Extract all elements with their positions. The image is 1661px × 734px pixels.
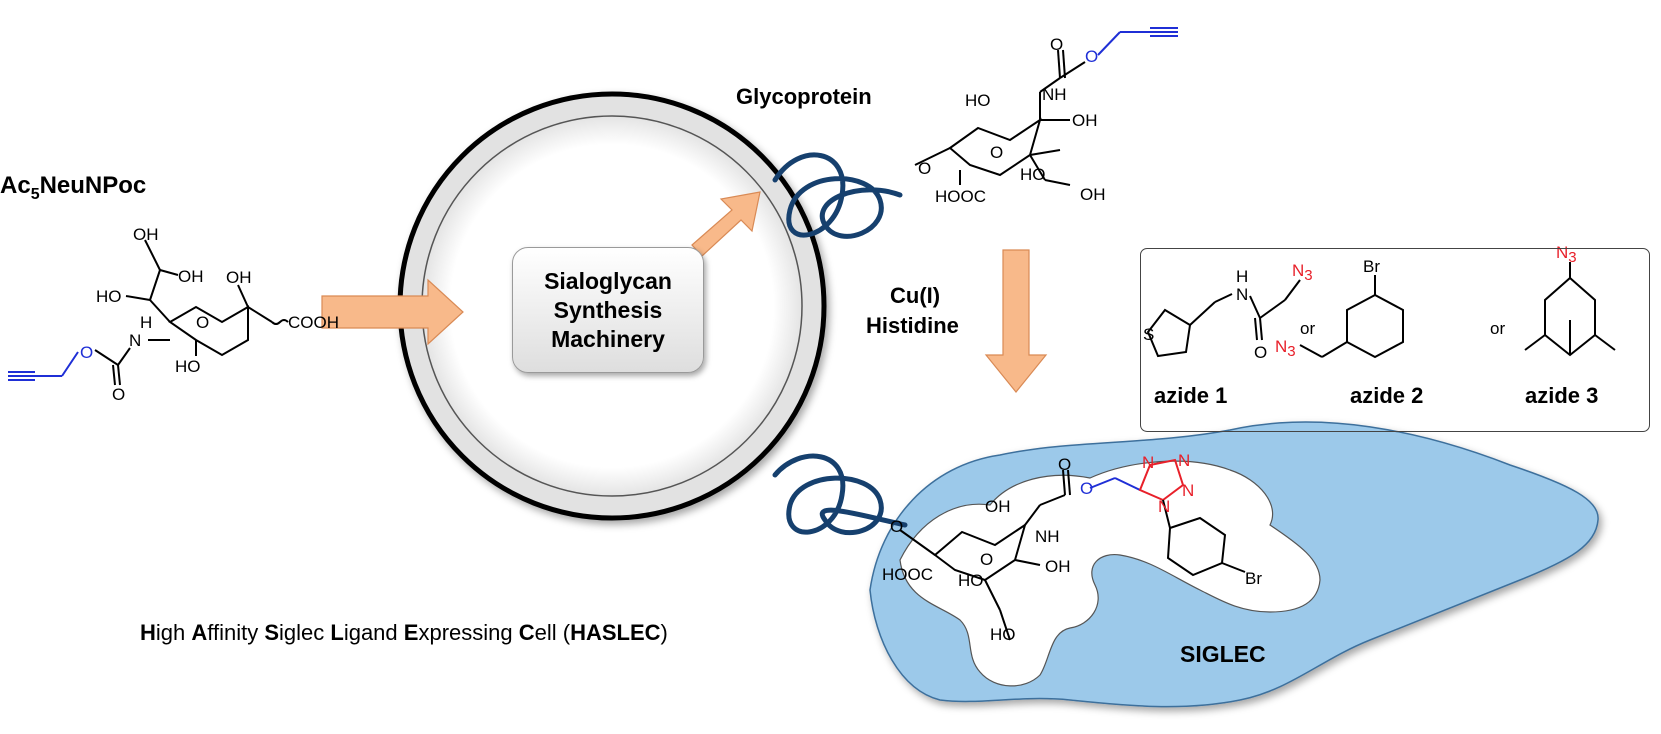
protein-chain-bottom [772, 453, 908, 536]
atom-oh: OH [985, 497, 1011, 516]
atom-o: O [980, 550, 993, 569]
azide-2-label: azide 2 [1350, 383, 1424, 408]
atom-oh: OH [1045, 557, 1071, 576]
atom-o: O [990, 143, 1003, 162]
atom-n-red: N [1158, 497, 1170, 516]
azide-options-box [1140, 248, 1650, 432]
machinery-line: Machinery [551, 325, 665, 352]
azide-3-structure [1524, 262, 1616, 357]
haslec-caption-part: H [140, 620, 156, 645]
atom-oh: OH [178, 267, 204, 286]
protein-chain-top [772, 152, 903, 239]
arrow-to-surface [691, 191, 761, 257]
atom-h: H [140, 313, 152, 332]
arrow-into-cell [321, 278, 464, 346]
azide-1-label: azide 1 [1154, 383, 1228, 408]
haslec-caption-part: C [518, 620, 535, 645]
synthesis-machinery-box: Sialoglycan Synthesis Machinery [512, 247, 704, 373]
azide-1-structure [1146, 279, 1301, 358]
atom-nh: NH [1042, 85, 1067, 104]
atom-o: O [1254, 343, 1267, 362]
atom-o: O [112, 385, 125, 404]
atom-n-red: N [1178, 451, 1190, 470]
atom-h: H [1236, 267, 1248, 286]
haslec-caption-part: xpressing [418, 620, 519, 645]
reagent-histidine: Histidine [866, 313, 959, 338]
haslec-caption-part: igand [343, 620, 404, 645]
haslec-caption-part: iglec [279, 620, 331, 645]
haslec-caption-part: A [191, 620, 208, 645]
atom-hooc: HOOC [935, 187, 986, 206]
precursor-structure [8, 239, 289, 386]
atom-ho: HO [990, 625, 1016, 644]
atom-cooh: COOH [288, 313, 339, 332]
atom-n3-red: N3 [1292, 261, 1313, 284]
atom-n-red: N [1182, 481, 1194, 500]
haslec-caption: High Affinity Siglec Ligand Expressing C… [140, 620, 668, 646]
atom-hooc: HOOC [882, 565, 933, 584]
haslec-caption-part: L [330, 620, 344, 645]
haslec-caption-part: igh [155, 620, 192, 645]
atom-o-blue: O [1080, 479, 1093, 498]
atom-s: S [1143, 325, 1154, 344]
atom-br: Br [1363, 257, 1380, 276]
atom-ho: HO [96, 287, 122, 306]
atom-n: N [1236, 285, 1248, 304]
atom-n-red: N [1142, 453, 1154, 472]
haslec-caption-part: ffinity [207, 620, 265, 645]
azide-2-structure [1299, 275, 1404, 359]
atom-o: O [196, 313, 209, 332]
glycan-structure-bottom [899, 458, 1246, 641]
atom-ho: HO [958, 571, 984, 590]
reagent-cu: Cu(I) [890, 283, 941, 308]
atom-o-blue: O [80, 343, 93, 362]
haslec-caption-part: ell ( [534, 620, 571, 645]
haslec-caption-part: E [403, 620, 419, 645]
machinery-line: Synthesis [553, 296, 663, 323]
atom-oh: OH [1072, 111, 1098, 130]
atom-o-blue: O [1085, 47, 1098, 66]
atom-ho: HO [175, 357, 201, 376]
azide-3-label: azide 3 [1525, 383, 1599, 408]
haslec-caption-part: S [264, 620, 280, 645]
siglec-label: SIGLEC [1180, 641, 1266, 667]
atom-oh: OH [1080, 185, 1106, 204]
haslec-caption-part: HASLEC [570, 620, 661, 645]
glycan-structure-top [914, 27, 1178, 186]
atom-n: N [129, 331, 141, 350]
atom-n3-red: N3 [1556, 243, 1577, 266]
atom-ho: HO [1020, 165, 1046, 184]
atom-o: O [1058, 455, 1071, 474]
machinery-line: Sialoglycan [544, 267, 672, 294]
precursor-label: Ac5NeuNPoc [0, 172, 147, 203]
atom-nh: NH [1035, 527, 1060, 546]
separator-or: or [1300, 319, 1315, 338]
haslec-caption-part: ) [660, 620, 668, 645]
glycoprotein-label: Glycoprotein [736, 84, 872, 109]
atom-n3-red: N3 [1275, 337, 1296, 360]
atom-o: O [1050, 35, 1063, 54]
separator-or: or [1490, 319, 1505, 338]
arrow-down [984, 249, 1048, 393]
atom-o: O [918, 159, 931, 178]
atom-o: O [890, 517, 903, 536]
atom-br: Br [1245, 569, 1262, 588]
siglec-protein [869, 421, 1599, 708]
atom-oh: OH [226, 268, 252, 287]
atom-ho: HO [965, 91, 991, 110]
atom-oh: OH [133, 225, 159, 244]
